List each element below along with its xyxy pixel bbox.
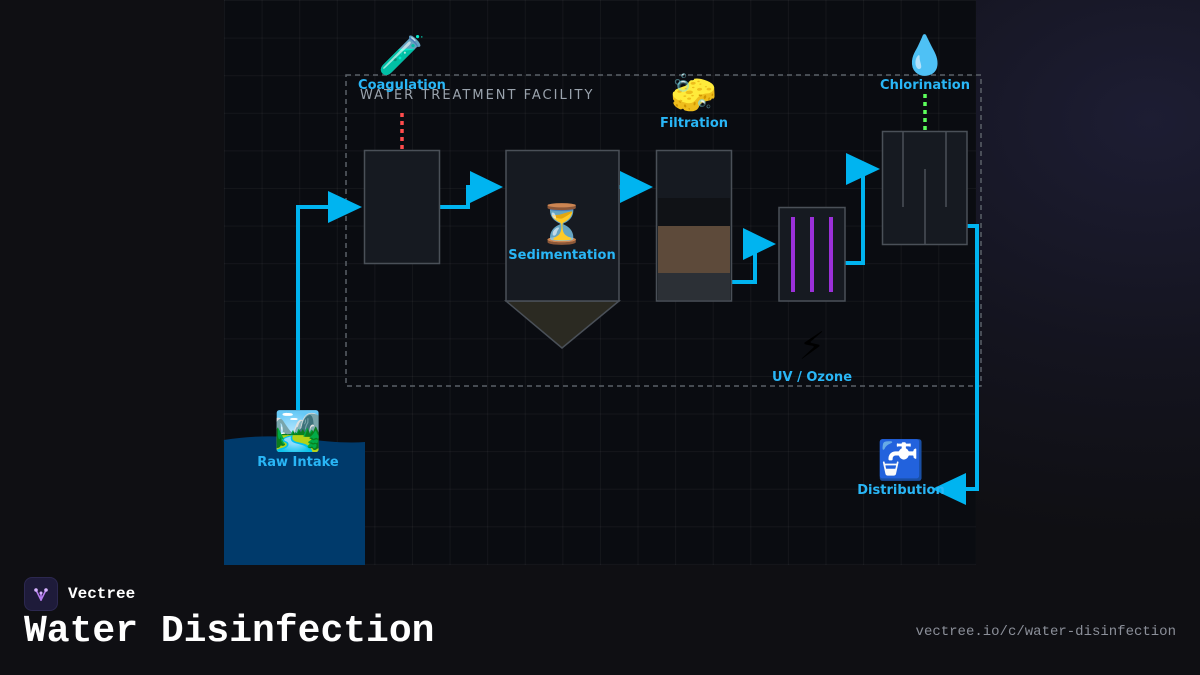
arrowhead-distribution — [932, 473, 966, 505]
raw-intake-label: Raw Intake — [257, 455, 339, 470]
uv-ozone-icon: ⚡ — [799, 324, 826, 368]
uv-lamps — [791, 217, 833, 292]
raw-water-body — [224, 436, 365, 565]
flow-arrowheads — [328, 153, 966, 505]
sedimentation-icon: ⏳ — [538, 202, 585, 246]
facility-boundary — [345, 74, 982, 387]
brand[interactable]: Vectree — [24, 577, 135, 611]
filter-sand-layer — [658, 226, 730, 273]
coagulation-label: Coagulation — [358, 78, 446, 93]
coagulation-tank — [363, 149, 441, 265]
arrowhead-uv — [743, 228, 776, 260]
filter-gravel-layer — [658, 273, 730, 300]
brand-logo — [24, 577, 58, 611]
sedimentation-label: Sedimentation — [508, 248, 615, 263]
arrowhead-sedimentation — [470, 171, 503, 203]
tree-icon — [34, 588, 48, 601]
coagulation-icon: 🧪 — [378, 33, 425, 77]
sedimentation-sludge-cone — [503, 300, 622, 349]
pipe-intake-to-coagulation — [296, 205, 340, 410]
uv-ozone-label: UV / Ozone — [772, 370, 852, 385]
raw-intake-icon: 🏞️ — [274, 409, 321, 453]
distribution-label: Distribution — [857, 483, 944, 498]
filtration-label: Filtration — [660, 116, 728, 131]
sedimentation-tank — [505, 149, 620, 302]
page-title: Water Disinfection — [24, 610, 435, 653]
filtration-icon: 🧽 — [670, 71, 722, 115]
chlorination-baffles — [902, 132, 947, 244]
arrowhead-coagulation — [328, 191, 362, 223]
distribution-icon: 🚰 — [877, 438, 924, 482]
chlorination-icon: 💧 — [901, 33, 948, 77]
filter-anthracite-layer — [658, 198, 730, 226]
pipe-chlorination-to-distribution — [960, 224, 979, 491]
brand-name: Vectree — [68, 585, 136, 603]
arrowhead-chlorination — [846, 153, 880, 185]
chlorination-label: Chlorination — [880, 78, 970, 93]
page-url[interactable]: vectree.io/c/water-disinfection — [915, 624, 1176, 640]
arrowhead-filtration — [620, 171, 653, 203]
facility-label: WATER TREATMENT FACILITY — [360, 88, 594, 103]
